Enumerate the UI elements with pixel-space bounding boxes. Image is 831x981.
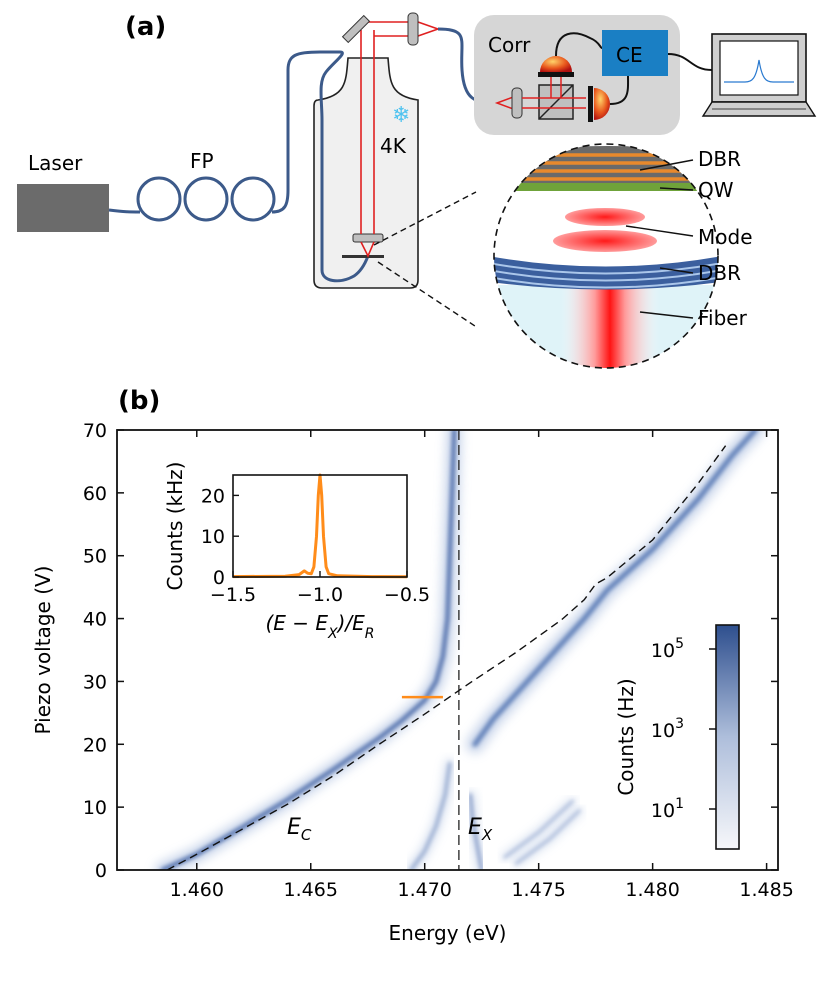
mode-label: Mode [698, 225, 753, 249]
upper-polariton-branch [472, 430, 758, 747]
heatmap-layer [154, 430, 765, 870]
fiber-fp-to-cryostat [271, 50, 340, 214]
colorbar-tick-label: 105 [651, 636, 684, 662]
counting-electronics-box [602, 30, 668, 76]
inset-x-tick-label: −1.0 [297, 584, 343, 606]
ce-label: CE [616, 43, 643, 67]
y-tick-label: 60 [83, 483, 107, 505]
computer-icon [701, 33, 817, 117]
temperature-label: 4K [380, 134, 407, 158]
x-tick-label: 1.460 [170, 879, 224, 901]
detector-top-icon [540, 56, 572, 72]
x-tick-label: 1.475 [511, 879, 565, 901]
y-tick-label: 10 [83, 797, 107, 819]
colorbar [715, 624, 740, 850]
beam-mirror [341, 14, 371, 44]
x-axis-title: Energy (eV) [389, 921, 507, 945]
fiber-label: Fiber [698, 306, 748, 330]
ex-label: EX [468, 815, 493, 844]
y-tick-label: 0 [95, 860, 107, 882]
fiber-fabry-perot-loops [136, 176, 276, 222]
y-tick-label: 70 [83, 420, 107, 442]
colorbar-ticks: 105 103 101 [651, 636, 716, 822]
sample-stage [342, 255, 384, 258]
fiber-inside-cryostat [319, 50, 370, 283]
main-axes: 1.460 1.465 1.470 1.475 1.480 1.485 0 10 20 30 40 5… [31, 420, 794, 945]
dbr-top-label: DBR [698, 147, 741, 171]
ec-label: EC [287, 815, 312, 844]
panel-b-label: (b) [118, 386, 160, 416]
inset-x-tick-label: −1.5 [210, 584, 256, 606]
y-tick-label: 30 [83, 671, 107, 693]
qw-label: QW [698, 178, 734, 202]
colorbar-tick-label: 103 [651, 716, 684, 742]
inset-x-tick-label: −0.5 [384, 584, 430, 606]
laser-label: Laser [28, 151, 83, 175]
cavity-inset [494, 144, 718, 368]
main-frame [116, 429, 779, 871]
y-axis-title: Piezo voltage (V) [31, 566, 55, 735]
inset-x-axis-title: (E − EX)/ER [265, 611, 374, 642]
y-tick-label: 50 [83, 546, 107, 568]
mirror-lens [352, 233, 384, 243]
x-tick-label: 1.465 [284, 879, 338, 901]
laser-box [17, 184, 109, 232]
uncoupled-cavity-line [166, 445, 727, 870]
inset-series-0 [232, 473, 408, 579]
lower-polariton-tail [409, 761, 452, 870]
y-tick-label: 20 [83, 734, 107, 756]
x-tick-label: 1.470 [398, 879, 452, 901]
x-tick-label: 1.485 [739, 879, 793, 901]
secondary-mode-0 [503, 799, 574, 859]
colorbar-label: Counts (Hz) [614, 678, 638, 795]
x-tick-label: 1.480 [625, 879, 679, 901]
secondary-mode-1 [514, 809, 581, 865]
corr-label: Corr [488, 33, 531, 57]
lower-polariton-branch [160, 430, 457, 870]
inset-plot: −1.5 −1.0 −0.5 0 10 20 (E − EX)/ER Counts (kHz) [163, 462, 430, 642]
snowflake-icon: ❄ [392, 103, 410, 128]
inset-y-tick-label: 20 [201, 485, 225, 507]
fiber-laser-to-fp [108, 208, 141, 214]
upper-polariton-tail [469, 793, 483, 870]
inset-y-tick-label: 0 [213, 567, 225, 589]
inset-y-tick-label: 10 [201, 526, 225, 548]
colorbar-tick-label: 101 [651, 796, 684, 822]
panel-a-label: (a) [125, 12, 166, 42]
detector-right-icon [594, 88, 610, 120]
coupling-lens [407, 12, 419, 46]
inset-y-axis-title: Counts (kHz) [163, 462, 187, 591]
correlator-lens [511, 87, 523, 119]
zoom-line-top [373, 191, 477, 246]
fp-label: FP [190, 149, 214, 173]
y-tick-label: 40 [83, 609, 107, 631]
dbr-bottom-label: DBR [698, 261, 741, 285]
cryostat [313, 57, 419, 289]
